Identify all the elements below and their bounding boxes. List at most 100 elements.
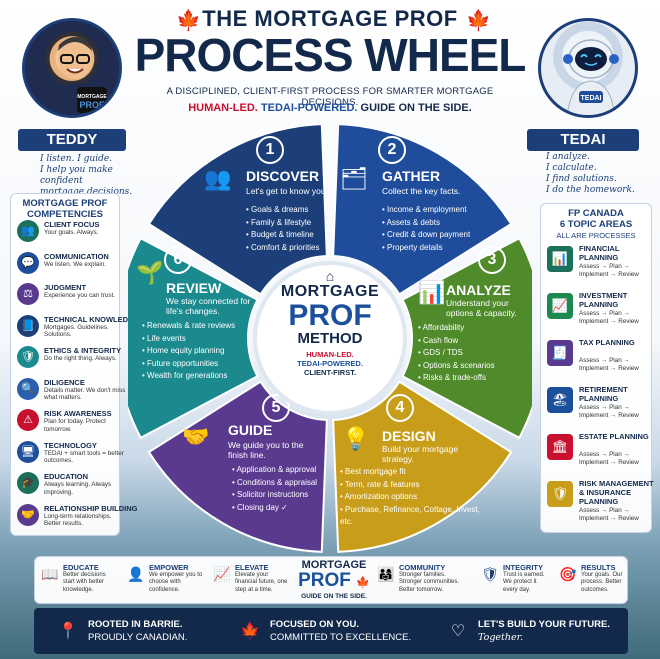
- competency-desc: Experience you can trust.: [44, 292, 116, 299]
- list-item: Budget & timeline: [246, 229, 320, 242]
- segment-2-number: 2: [378, 136, 406, 164]
- speech-bubble-icon: 💬: [17, 251, 39, 274]
- title-top: THE MORTGAGE PROF: [202, 6, 458, 31]
- chart-magnifier-icon: 📊: [418, 280, 446, 305]
- estate-building-icon: 🏛: [547, 434, 573, 460]
- subtitle: A DISCIPLINED, CLIENT-FIRST PROCESS FOR …: [166, 86, 494, 108]
- competency-desc: Always learning. Always improving.: [44, 481, 112, 496]
- handshake-icon: 🤝: [17, 503, 39, 526]
- list-item: Affordability: [418, 322, 495, 335]
- competency-title: RELATIONSHIP BUILDING: [44, 503, 138, 513]
- segment-3-tagline: Understand your options & capacity.: [446, 298, 517, 318]
- strip-item-elevate: 📈 ELEVATE Elevate your financial future,…: [213, 563, 293, 601]
- competency-title: COMMUNICATION: [44, 251, 109, 261]
- segment-6-title: REVIEW: [166, 280, 222, 296]
- footer-location-l1: ROOTED IN BARRIE.: [88, 619, 183, 630]
- segment-1-tagline: Let's get to know you.: [246, 186, 328, 196]
- fp-canada-panel: FP CANADA 6 TOPIC AREAS ALL ARE PROCESSE…: [540, 203, 654, 533]
- fp-topic-sub1: Assess → Plan →: [579, 263, 630, 270]
- fp-topic-sub2: Implement → Review: [579, 515, 639, 522]
- list-item: Comfort & priorities: [246, 242, 319, 255]
- financial-chart-icon: 📊: [547, 246, 573, 272]
- center-prof: PROF: [288, 299, 372, 332]
- strip-title: EDUCATE: [63, 563, 99, 572]
- list-item: Best mortgage fit: [340, 466, 480, 479]
- fp-topic-title: RISK MANAGEMENT & INSURANCE PLANNING: [579, 479, 654, 506]
- competency-title: TECHNOLOGY: [44, 440, 97, 450]
- house-icon: ⌂: [325, 268, 335, 284]
- tagline-guide: GUIDE ON THE SIDE.: [360, 102, 472, 114]
- strip-title: INTEGRITY: [503, 563, 544, 572]
- shield-icon: 🛡: [17, 346, 39, 368]
- segment-5-tagline: We guide you to the finish line.: [228, 440, 304, 460]
- segment-2-title: GATHER: [382, 168, 441, 184]
- tedai-name: TEDAI: [527, 129, 639, 151]
- growth-chart-icon: 📈: [213, 566, 231, 582]
- list-item: Life events: [142, 333, 235, 346]
- competencies-heading-l1: MORTGAGE PROF: [22, 198, 108, 209]
- lightbulb-icon: 💡: [342, 426, 370, 451]
- scales-icon: ⚖: [17, 283, 39, 305]
- list-item: Goals & dreams: [246, 204, 320, 217]
- teddy-quote-l1: I listen. I guide.: [40, 154, 113, 164]
- competency-title: ETHICS & INTEGRITY: [44, 346, 122, 355]
- fp-canada-heading-l2: 6 TOPIC AREAS: [559, 219, 633, 230]
- fp-topic-sub1: Assess → Plan →: [579, 404, 630, 411]
- mortgage-prof-logo: MORTGAGE PROF 🍁 GUIDE ON THE SIDE.: [297, 559, 371, 600]
- list-item: Income & employment: [382, 204, 470, 217]
- teddy-quote-l3: mortgage decisions.: [40, 187, 133, 197]
- segment-2-tagline: Collect the key facts.: [382, 186, 461, 196]
- fp-topic-title: TAX PLANNING: [579, 338, 635, 347]
- strip-item-integrity: 🛡 INTEGRITY Trust is earned. We protect …: [481, 563, 551, 601]
- segment-6-list: Renewals & rate reviews Life events Home…: [142, 320, 235, 383]
- list-item: Future opportunities: [142, 358, 235, 371]
- heart-home-icon: ♡: [450, 623, 466, 640]
- monitor-icon: 🖥: [17, 440, 39, 463]
- maple-leaf-icon: 🍁: [240, 623, 260, 640]
- segment-4-list: Best mortgage fit Term, rate & features …: [340, 466, 480, 529]
- folder-icon: 🗂: [340, 166, 368, 191]
- fp-topic-sub1: Assess → Plan →: [579, 507, 630, 514]
- mug-line1: MORTGAGE: [77, 94, 107, 100]
- center-tedai-powered: TEDAI-POWERED.: [297, 359, 363, 368]
- competency-desc: Your goals. Always.: [44, 229, 99, 236]
- footer-future-l1: LET'S BUILD YOUR FUTURE.: [478, 619, 610, 630]
- segment-6-number: 6: [164, 246, 192, 274]
- fp-canada-heading-l3: ALL ARE PROCESSES: [556, 231, 636, 240]
- strip-desc: Your goals. Our process. Better outcomes…: [581, 572, 623, 593]
- fp-topic-title: FINANCIAL PLANNING: [579, 244, 620, 262]
- fp-topic-title: ESTATE PLANNING: [579, 432, 649, 441]
- list-item: Options & scenarios: [418, 360, 495, 373]
- segment-1-number: 1: [256, 136, 284, 164]
- center-client-first: CLIENT-FIRST.: [303, 368, 357, 377]
- list-item: Term, rate & features: [340, 479, 480, 492]
- teddy-quote-l2: I help you make confident: [40, 165, 113, 186]
- book-icon: 📘: [17, 314, 39, 337]
- map-pin-icon: 📍: [58, 623, 78, 640]
- segment-3-title: ANALYZE: [446, 282, 511, 298]
- fp-canada-heading-l1: FP CANADA: [568, 208, 624, 219]
- competency-title: DILIGENCE: [44, 377, 85, 387]
- book-icon: 📖: [41, 566, 59, 582]
- list-item: Solicitor instructions: [232, 489, 317, 502]
- center-human-led: HUMAN-LED.: [306, 350, 354, 359]
- warning-icon: ⚠: [17, 409, 39, 431]
- footer-focus-l1: FOCUSED ON YOU.: [270, 619, 360, 630]
- fp-canada-heading: FP CANADA 6 TOPIC AREAS ALL ARE PROCESSE…: [541, 208, 651, 241]
- handshake-icon: 🤝: [182, 424, 210, 449]
- graduation-cap-icon: 🎓: [17, 472, 39, 494]
- competency-title: JUDGMENT: [44, 283, 87, 292]
- fp-topic-sub2: Implement → Review: [579, 271, 639, 278]
- strip-item-results: 🎯 RESULTS Your goals. Our process. Bette…: [559, 563, 627, 601]
- list-item: Amortization options: [340, 491, 480, 504]
- segment-3-list: Affordability Cash flow GDS / TDS Option…: [418, 322, 495, 385]
- logo-prof: PROF: [298, 570, 351, 591]
- footer-bar: 📍 ROOTED IN BARRIE. PROUDLY CANADIAN. 🍁 …: [34, 608, 628, 654]
- competency-title: RISK AWARENESS: [44, 409, 112, 418]
- plant-icon: 🌱: [136, 260, 164, 285]
